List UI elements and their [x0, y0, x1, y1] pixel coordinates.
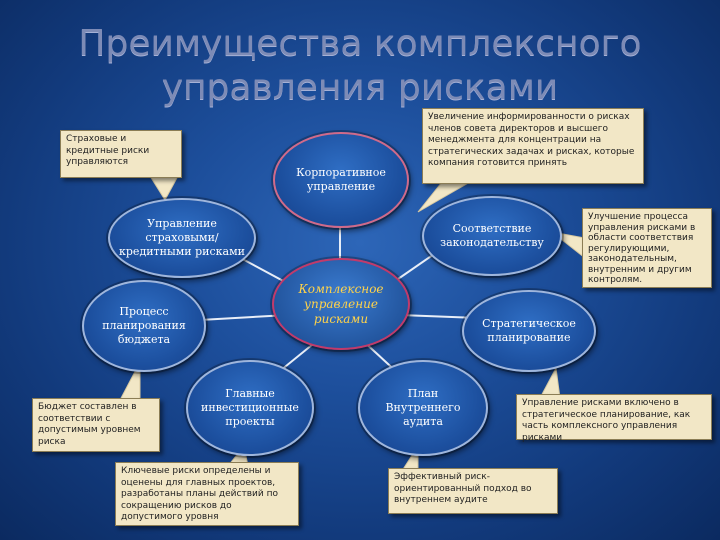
- node-insurance[interactable]: Управление страховыми/кредитными рисками: [108, 198, 256, 278]
- node-center-label: Комплексное управление рисками: [298, 281, 384, 326]
- note-insurance-text: Страховые и кредитные риски управляются: [66, 134, 150, 167]
- note-investment: Ключевые риски определены и оценены для …: [115, 462, 299, 526]
- node-insurance-label: Управление страховыми/кредитными рисками: [119, 217, 245, 258]
- node-center[interactable]: Комплексное управление рисками: [272, 258, 410, 350]
- node-corporate[interactable]: Корпоративное управление: [273, 132, 409, 228]
- note-insurance: Страховые и кредитные риски управляются: [60, 130, 182, 178]
- tail-insurance-note: [149, 175, 179, 201]
- node-budget[interactable]: Процесс планирования бюджета: [82, 280, 206, 372]
- note-compliance-text: Улучшение процесса управления рисками в …: [588, 212, 696, 285]
- node-audit-label: План Внутреннего аудита: [385, 387, 461, 428]
- node-investment-label: Главные инвестиционные проекты: [201, 387, 299, 428]
- note-budget: Бюджет составлен в соответствии с допуст…: [32, 398, 160, 452]
- note-strategic-text: Управление рисками включено в стратегиче…: [522, 398, 691, 443]
- note-investment-text: Ключевые риски определены и оценены для …: [121, 466, 278, 522]
- note-corporate: Увеличение информированности о рисках чл…: [422, 108, 644, 184]
- note-audit-text: Эффективный риск-ориентированный подход …: [394, 472, 532, 505]
- node-compliance-label: Соответствие законодательству: [440, 222, 544, 249]
- title-line-2: управления рисками: [161, 67, 559, 108]
- note-strategic: Управление рисками включено в стратегиче…: [516, 394, 712, 443]
- note-compliance: Улучшение процесса управления рисками в …: [582, 208, 712, 288]
- node-investment[interactable]: Главные инвестиционные проекты: [186, 360, 314, 456]
- page-title: Преимущества комплексного управления рис…: [0, 22, 720, 110]
- title-line-1: Преимущества комплексного: [78, 23, 642, 64]
- node-corporate-label: Корпоративное управление: [296, 166, 386, 193]
- note-corporate-text: Увеличение информированности о рисках чл…: [428, 112, 635, 168]
- note-audit: Эффективный риск-ориентированный подход …: [388, 468, 558, 514]
- note-budget-text: Бюджет составлен в соответствии с допуст…: [38, 402, 141, 447]
- node-strategic-label: Стратегическое планирование: [482, 317, 576, 344]
- node-strategic[interactable]: Стратегическое планирование: [462, 290, 596, 372]
- node-budget-label: Процесс планирования бюджета: [102, 305, 186, 346]
- node-audit[interactable]: План Внутреннего аудита: [358, 360, 488, 456]
- node-compliance[interactable]: Соответствие законодательству: [422, 196, 562, 276]
